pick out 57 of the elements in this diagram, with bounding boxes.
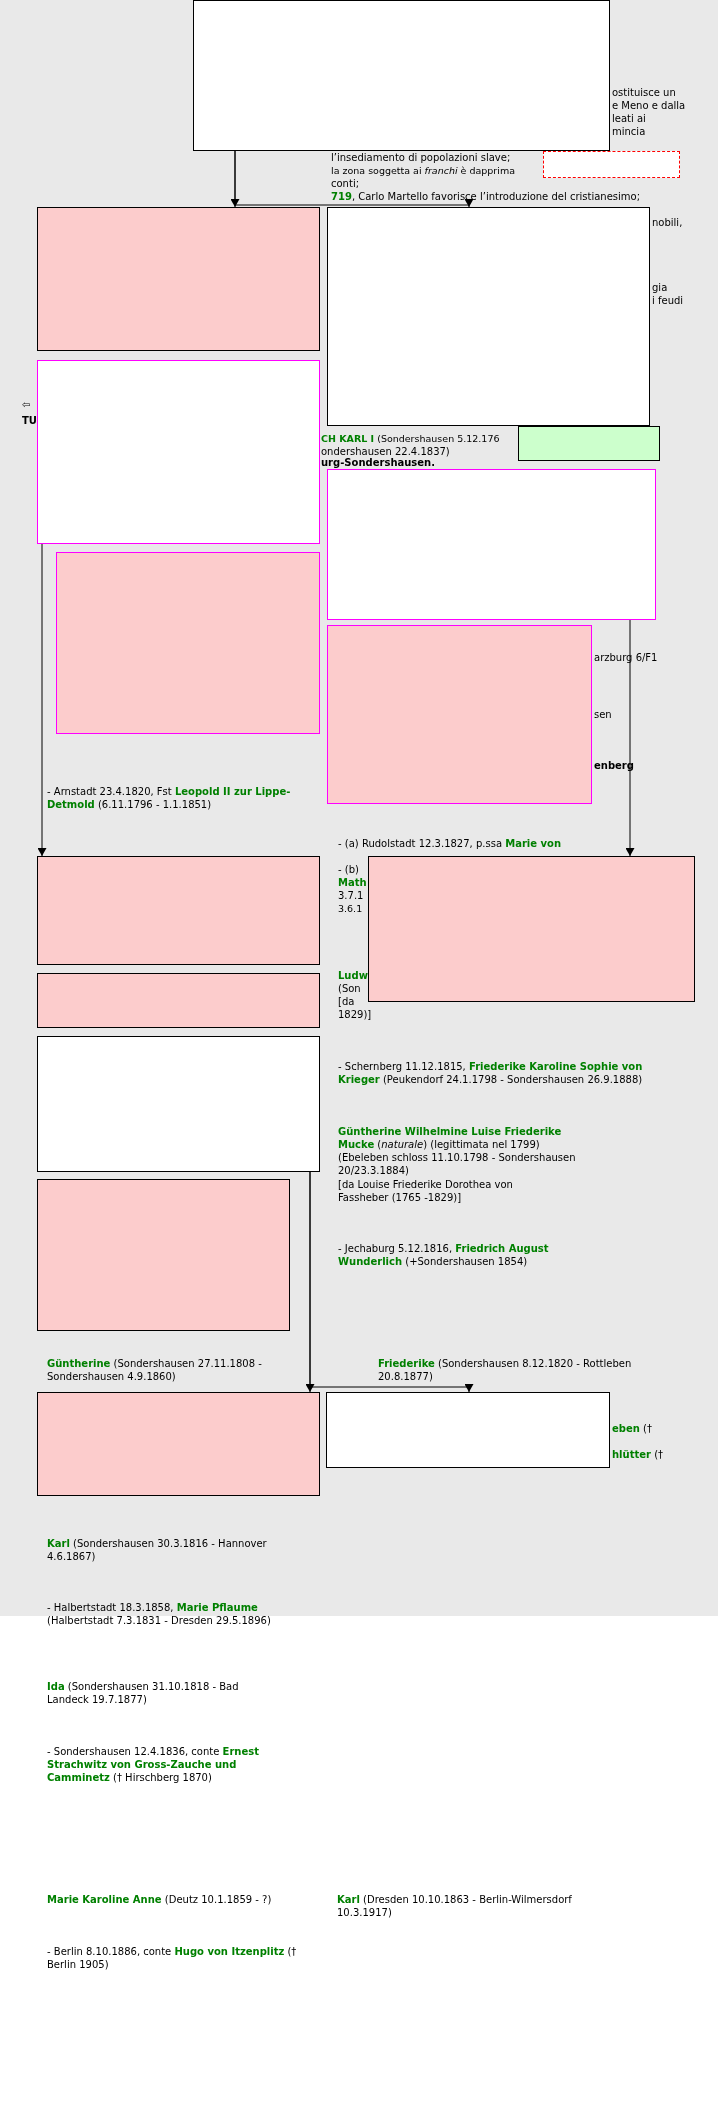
arrow	[625, 619, 635, 857]
empty-box	[37, 1036, 320, 1172]
genealogy-text: [da Louise Friederike Dorothea von Fassheber (1765 -1829)]	[338, 1178, 514, 1204]
genealogy-text: enberg	[594, 759, 634, 772]
genealogy-text: - (b)	[338, 863, 359, 876]
arrow	[309, 1171, 474, 1393]
genealogy-text: 3.6.1	[338, 902, 363, 915]
genealogy-text: Karl (Sondershausen 30.3.1816 - Hannover 4.6.1867)	[47, 1537, 268, 1563]
empty-box	[327, 625, 592, 804]
genealogy-text: la zona soggetta ai franchi è dapprima	[331, 164, 515, 177]
genealogy-text: Marie Karoline Anne (Deutz 10.1.1859 - ?)	[47, 1893, 273, 1906]
genealogy-text: Ida (Sondershausen 31.10.1818 - Bad Landeck 19.7.1877)	[47, 1680, 240, 1706]
genealogy-text: e Meno e dalla	[612, 99, 686, 112]
genealogy-text: Güntherine Wilhelmine Luise Friederike Mucke (naturale) (legittimata nel 1799) (Ebeleben schloss 11.10.1798 - Sondershausen 20/23.3.1884)	[338, 1125, 577, 1177]
genealogy-text: Güntherine (Sondershausen 27.11.1808 - Sondershausen 4.9.1860)	[47, 1357, 263, 1383]
genealogy-text: Ludw	[338, 969, 368, 982]
genealogy-text: ostituisce un	[612, 86, 676, 99]
genealogy-text: leati ai	[612, 112, 646, 125]
empty-box	[327, 207, 650, 426]
genealogy-text: - (a) Rudolstadt 12.3.1827, p.ssa Marie von	[338, 837, 562, 850]
empty-box	[37, 973, 320, 1028]
arrow	[234, 150, 474, 208]
empty-box	[518, 426, 660, 461]
empty-box	[37, 856, 320, 965]
genealogy-text: - Schernberg 11.12.1815, Friederike Karoline Sophie von Krieger (Peukendorf 24.1.1798 - Sondershausen 26.9.1888)	[338, 1060, 644, 1086]
empty-box	[37, 1179, 290, 1331]
empty-box	[193, 0, 610, 151]
empty-box	[56, 552, 320, 734]
genealogy-text: - Jechaburg 5.12.1816, Friedrich August Wunderlich (+Sondershausen 1854)	[338, 1242, 550, 1268]
empty-box	[37, 360, 320, 544]
genealogy-text: Math	[338, 876, 367, 889]
genealogy-text: (Son	[338, 982, 361, 995]
genealogy-text: 3.7.1	[338, 889, 364, 902]
genealogy-text: - Berlin 8.10.1886, conte Hugo von Itzenplitz († Berlin 1905)	[47, 1945, 298, 1971]
genealogy-text: - Halbertstadt 18.3.1858, Marie Pflaume (Halbertstadt 7.3.1831 - Dresden 29.5.1896)	[47, 1601, 272, 1627]
genealogy-text: conti;	[331, 177, 360, 190]
genealogy-text: - Arnstadt 23.4.1820, Fst Leopold II zur Lippe-Detmold (6.11.1796 - 1.1.1851)	[47, 785, 292, 811]
genealogy-text: sen	[594, 708, 612, 721]
genealogy-text: Karl (Dresden 10.10.1863 - Berlin-Wilmersdorf 10.3.1917)	[337, 1893, 573, 1919]
genealogy-text: urg-Sondershausen.	[321, 457, 435, 469]
genealogy-text: 1829)]	[338, 1008, 372, 1021]
genealogy-text: - Sondershausen 12.4.1836, conte Ernest Strachwitz von Gross-Zauche und Camminetz († Hirschberg 1870)	[47, 1745, 260, 1784]
empty-box	[327, 469, 656, 620]
empty-box	[37, 207, 320, 351]
empty-box	[37, 1392, 320, 1496]
genealogy-text: 719, Carlo Martello favorisce l’introduzione del cristianesimo;	[331, 190, 641, 203]
genealogy-text: mincia	[612, 125, 646, 138]
genealogy-text: i feudi	[652, 294, 684, 307]
genealogy-text: [da	[338, 995, 355, 1008]
genealogy-text: ⇦	[22, 398, 31, 411]
arrow	[37, 543, 47, 857]
empty-box	[326, 1392, 610, 1468]
genealogy-text: TU	[22, 414, 37, 427]
empty-box	[368, 856, 695, 1002]
genealogy-text: CH KARL I (Sondershausen 5.12.176	[321, 432, 500, 445]
genealogy-text: Friederike (Sondershausen 8.12.1820 - Rottleben 20.8.1877)	[378, 1357, 633, 1383]
empty-box	[543, 151, 680, 178]
